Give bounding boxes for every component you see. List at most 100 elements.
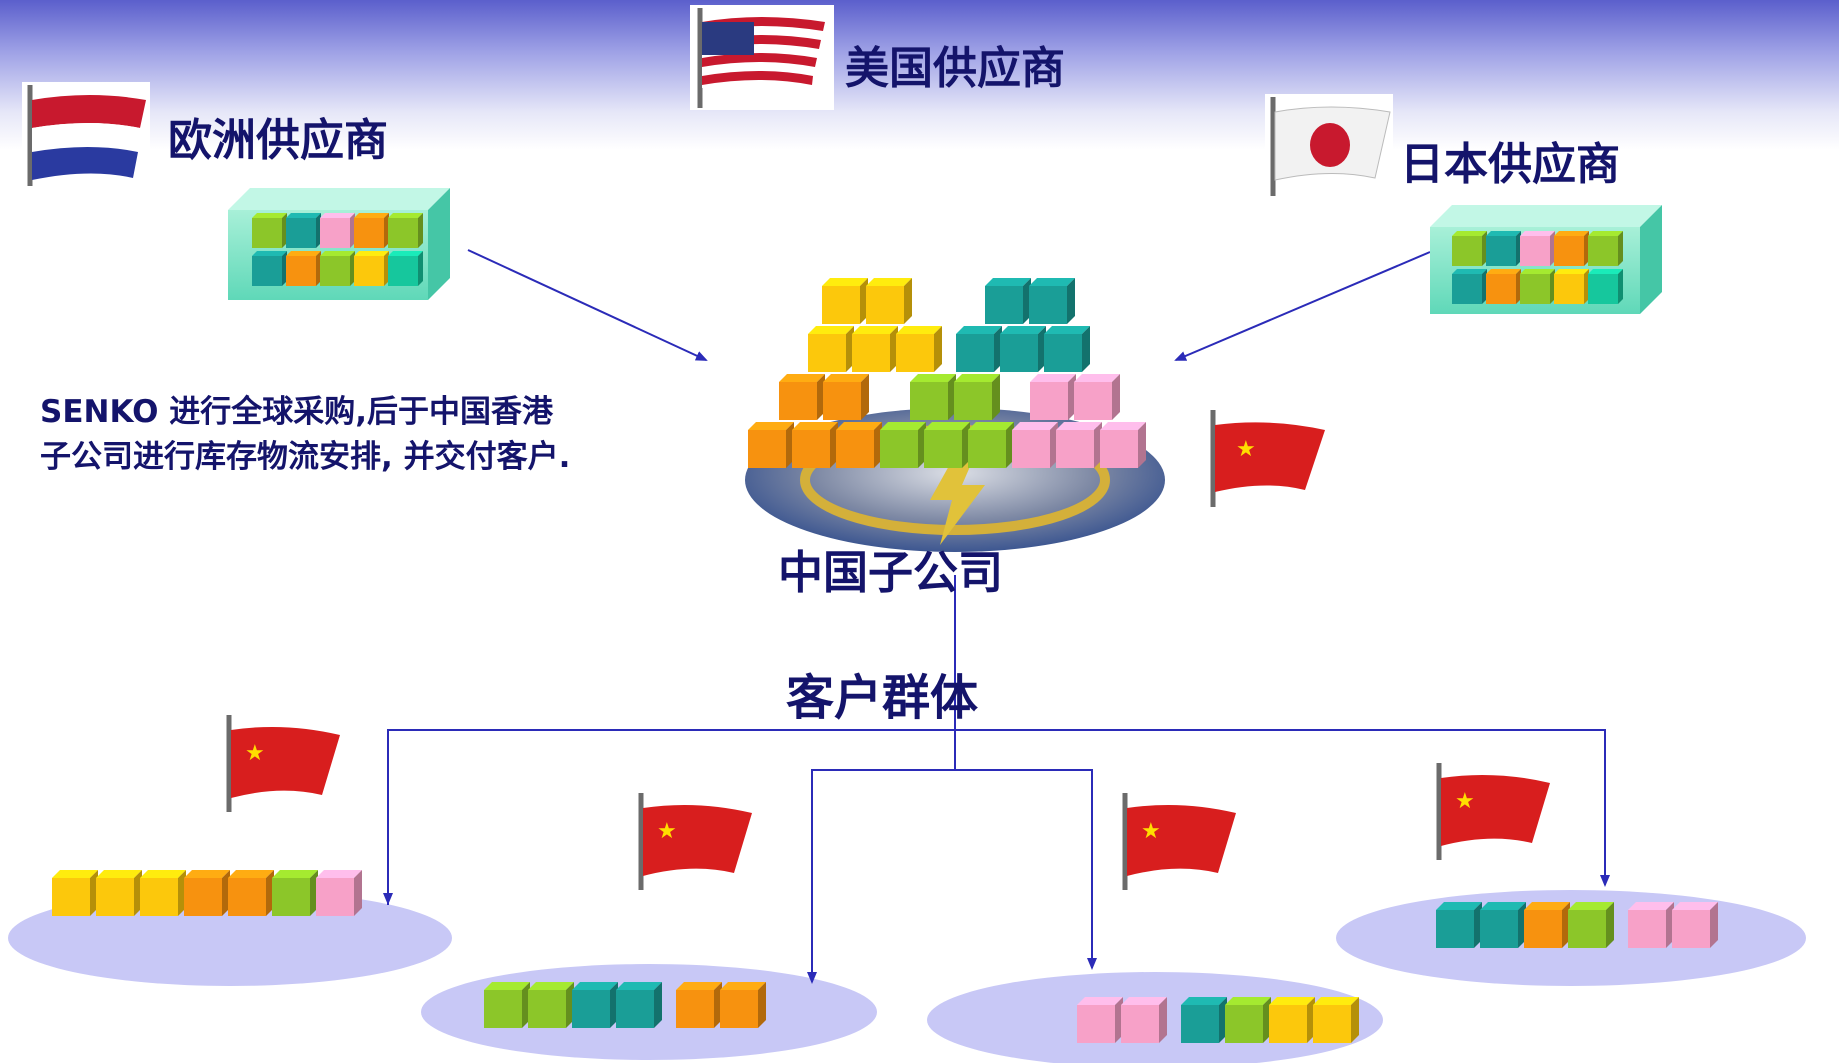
svg-text:★: ★: [1141, 819, 1161, 844]
customer_1-box: [184, 870, 230, 916]
svg-text:★: ★: [1455, 789, 1475, 814]
china-flag-icon-hub: ★: [1207, 407, 1331, 507]
hub-box: [968, 422, 1014, 468]
europe_container-box: [252, 251, 287, 286]
netherlands-flag-icon: [22, 82, 150, 190]
hub-box: [852, 326, 898, 372]
description-text: SENKO 进行全球采购,后于中国香港 子公司进行库存物流安排, 并交付客户.: [40, 390, 570, 480]
arrow-japan-to-hub: [1174, 251, 1431, 361]
hub-box: [910, 374, 956, 420]
customer_1-box: [52, 870, 98, 916]
title-band: [0, 0, 1839, 150]
customer-inventory: [52, 870, 1718, 1043]
japan-container-icon: [1430, 205, 1662, 314]
hub-box: [956, 326, 1002, 372]
europe_container-box: [320, 213, 355, 248]
hub-box: [924, 422, 970, 468]
japan_container-box: [1452, 269, 1487, 304]
description-line-2: 子公司进行库存物流安排, 并交付客户.: [40, 439, 571, 475]
customer_4-box: [1524, 902, 1570, 948]
hub-box: [954, 374, 1000, 420]
customer_4-box: [1628, 902, 1674, 948]
outer-branch-line: [387, 729, 1610, 905]
hub-box: [1012, 422, 1058, 468]
customer_1-box: [272, 870, 318, 916]
hub-inventory-stack: [748, 278, 1146, 468]
customer_3-box: [1225, 997, 1271, 1043]
hub-label: 中国子公司: [778, 546, 1004, 599]
hub-box: [1000, 326, 1046, 372]
customer_4-box: [1436, 902, 1482, 948]
customer_2-box: [676, 982, 722, 1028]
hub-box: [896, 326, 942, 372]
japan_container-box: [1452, 231, 1487, 266]
customer_3-box: [1269, 997, 1315, 1043]
hub-box: [836, 422, 882, 468]
japan_container-box: [1520, 269, 1555, 304]
japan_container-box: [1486, 269, 1521, 304]
customer_3-box: [1313, 997, 1359, 1043]
china-flag-icon-customer-2: ★: [634, 790, 758, 894]
svg-text:★: ★: [657, 819, 677, 844]
hub-box: [880, 422, 926, 468]
customer_3-box: [1077, 997, 1123, 1043]
customer_2-box: [616, 982, 662, 1028]
china-flag-icon-customer-3: ★: [1118, 790, 1242, 894]
customer_1-box: [228, 870, 274, 916]
customer_2-box: [572, 982, 618, 1028]
customer_2-box: [528, 982, 574, 1028]
description-line-1: SENKO 进行全球采购,后于中国香港: [40, 394, 553, 430]
china-flag-icon-customer-1: ★: [222, 712, 346, 816]
customer_4-box: [1672, 902, 1718, 948]
japan_container-box: [1520, 231, 1555, 266]
japan_container-box: [1588, 231, 1623, 266]
customer_4-box: [1568, 902, 1614, 948]
usa-supplier-label: 美国供应商: [845, 43, 1065, 94]
europe_container-box: [320, 251, 355, 286]
arrow-europe-to-hub: [467, 249, 708, 361]
svg-text:★: ★: [245, 741, 265, 766]
japan-supplier-label: 日本供应商: [1400, 139, 1620, 190]
europe_container-box: [286, 251, 321, 286]
europe_container-box: [354, 213, 389, 248]
customer_3-box: [1121, 997, 1167, 1043]
customer_2-box: [484, 982, 530, 1028]
europe_container-box: [388, 251, 423, 286]
customer_4-box: [1480, 902, 1526, 948]
hub-box: [748, 422, 794, 468]
customer_1-box: [140, 870, 186, 916]
europe-container-icon: [228, 188, 450, 300]
europe_container-box: [388, 213, 423, 248]
svg-text:★: ★: [1236, 437, 1256, 462]
hub-box: [1044, 326, 1090, 372]
flow-arrows: [383, 249, 1610, 984]
europe-supplier-label: 欧洲供应商: [168, 115, 388, 166]
hub-box: [822, 278, 868, 324]
europe_container-box: [252, 213, 287, 248]
japan_container-box: [1554, 231, 1589, 266]
hub-box: [866, 278, 912, 324]
hub-box: [823, 374, 869, 420]
customer_2-box: [720, 982, 766, 1028]
hub-box: [779, 374, 825, 420]
hub-box: [1100, 422, 1146, 468]
inner-branch-line: [811, 769, 1097, 982]
japan_container-box: [1588, 269, 1623, 304]
hub-box: [792, 422, 838, 468]
china-flag-icon-customer-4: ★: [1432, 760, 1556, 864]
europe_container-box: [354, 251, 389, 286]
hub-box: [1056, 422, 1102, 468]
hub-box: [1029, 278, 1075, 324]
hub-box: [808, 326, 854, 372]
usa-flag-icon: [690, 5, 834, 110]
hub-box: [985, 278, 1031, 324]
customer_1-box: [316, 870, 362, 916]
hub-box: [1030, 374, 1076, 420]
customer_1-box: [96, 870, 142, 916]
hub-box: [1074, 374, 1120, 420]
japan_container-box: [1486, 231, 1521, 266]
japan-flag-icon: [1265, 94, 1393, 198]
customers-label: 客户群体: [786, 670, 979, 726]
japan_container-box: [1554, 269, 1589, 304]
